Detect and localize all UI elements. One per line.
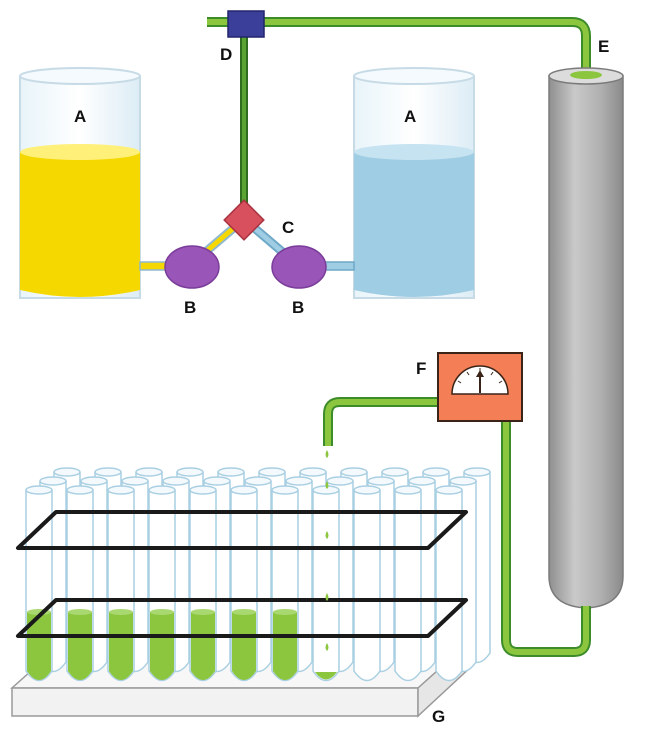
sample-fraction-collecting [315, 672, 337, 680]
label-pump-left: B [184, 298, 196, 317]
test-tube [435, 485, 463, 682]
test-tube [312, 485, 340, 682]
sample-fraction [232, 612, 256, 680]
sample-fraction [150, 612, 174, 680]
test-tube [271, 485, 299, 682]
rack-wire-lower [16, 598, 468, 638]
tubing-to-column [207, 17, 591, 74]
eluent-drop [325, 643, 329, 651]
label-injector: D [220, 45, 232, 64]
eluent-drops [325, 450, 329, 651]
detector [437, 352, 523, 422]
test-tube [394, 485, 422, 682]
test-tube [66, 485, 94, 682]
eluent-drop [325, 593, 329, 601]
test-tube [230, 485, 258, 682]
solvent-reservoir-right [353, 67, 475, 299]
eluent-drop [325, 450, 329, 458]
rack-base-front [11, 687, 419, 717]
label-reservoir-right: A [404, 107, 416, 126]
test-tube [148, 485, 176, 682]
rack-wire-upper [16, 510, 468, 550]
label-reservoir-left: A [74, 107, 86, 126]
eluent-drop [325, 481, 329, 489]
label-pump-right: B [292, 298, 304, 317]
label-collector: G [432, 707, 445, 726]
tubing-detector-to-outlet [323, 397, 440, 446]
sample-fraction [109, 612, 133, 680]
tubing-column-to-detector [501, 422, 591, 657]
injector [227, 10, 265, 38]
tube-blue-outlet [321, 261, 355, 271]
sample-fraction [27, 612, 51, 680]
sample-fraction [273, 612, 297, 680]
test-tube [107, 485, 135, 682]
test-tube [25, 485, 53, 682]
chromatography-column [548, 67, 624, 609]
sample-fraction [68, 612, 92, 680]
label-detector: F [416, 359, 426, 378]
pump-left [164, 245, 220, 289]
fraction-collector-rack [10, 467, 491, 718]
label-mixer: C [282, 218, 294, 237]
pump-right [271, 245, 327, 289]
sample-fraction [191, 612, 215, 680]
solvent-reservoir-left [19, 67, 141, 299]
mixer [223, 199, 265, 241]
test-tube [189, 485, 217, 682]
test-tube [353, 485, 381, 682]
eluent-drop [325, 531, 329, 539]
label-column: E [598, 37, 609, 56]
